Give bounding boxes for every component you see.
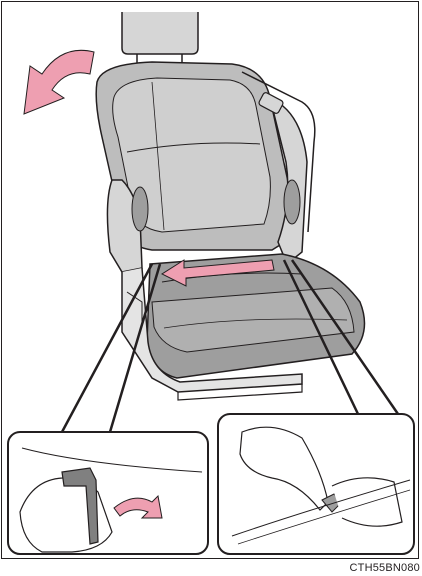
headrest (122, 12, 198, 68)
recline-forward-arrow (24, 50, 94, 114)
hand-release-detail (218, 414, 414, 554)
seat-illustration (2, 2, 419, 559)
illustration-frame (1, 1, 419, 559)
figure-code: CTH55BN080 (350, 562, 420, 574)
lever-detail (8, 432, 208, 554)
